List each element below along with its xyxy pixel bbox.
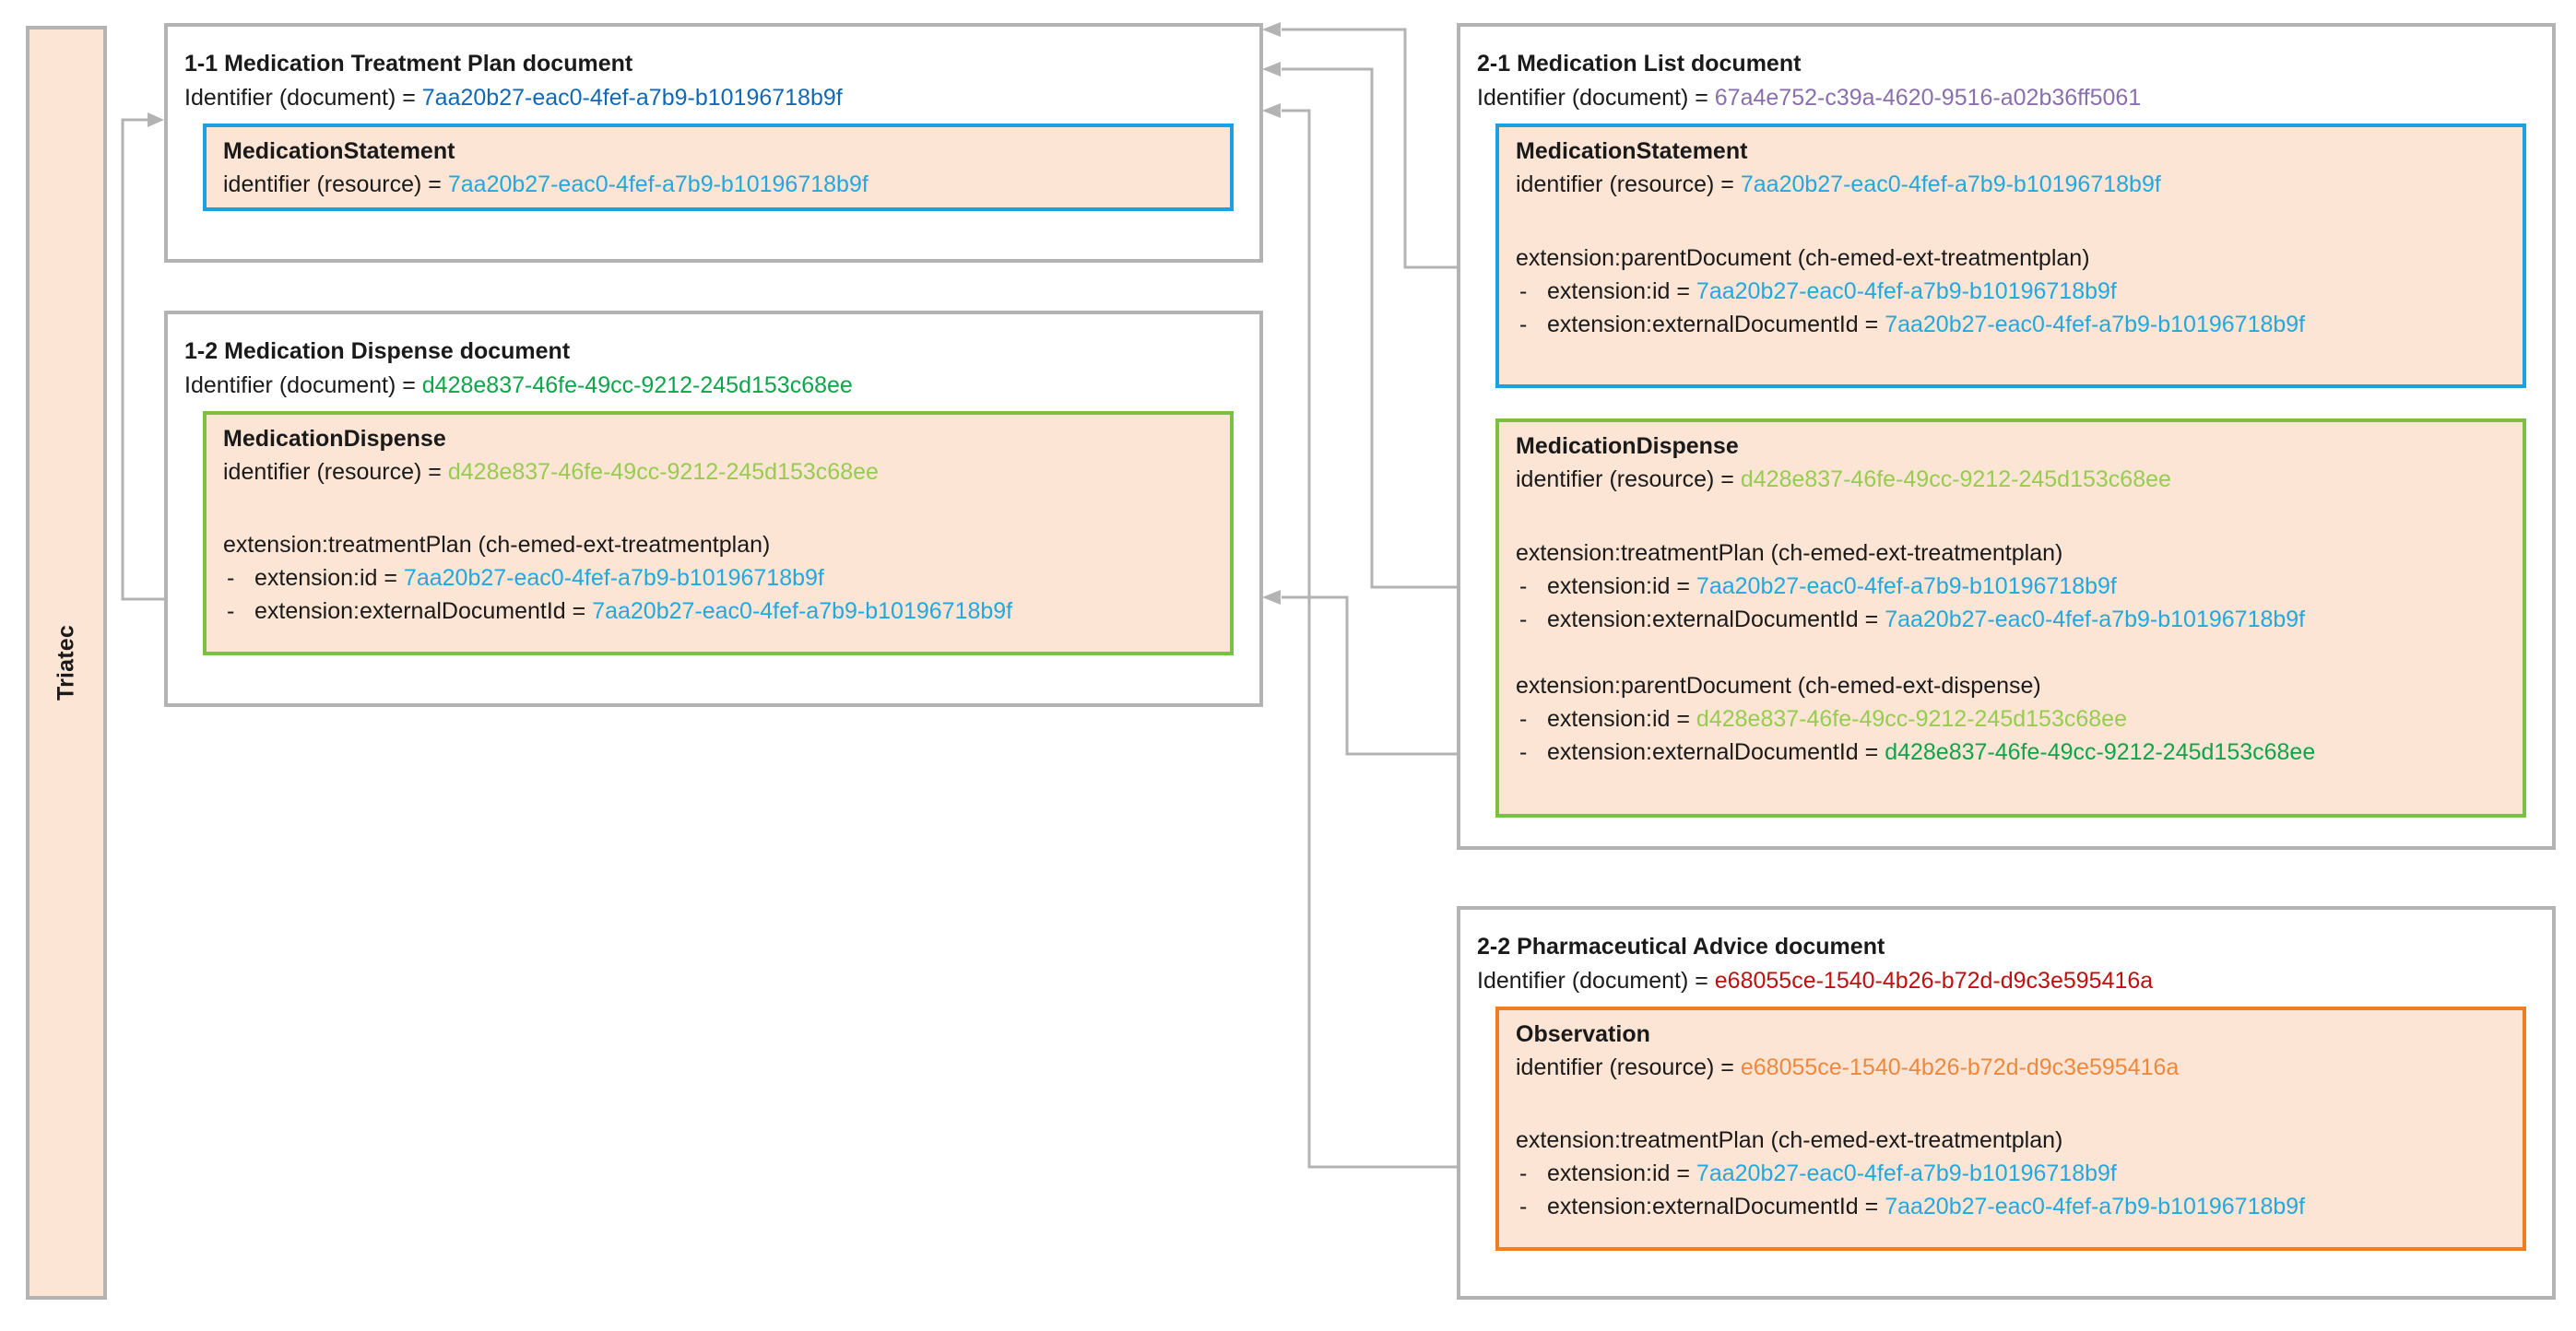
extension-header-parentdocument: extension:parentDocument (ch-emed-ext-di… [1516,673,2041,699]
bullet-dash: - [227,598,235,624]
extension-externaldocumentid-label: extension:externalDocumentId = [1547,1194,1885,1219]
resource-box-medicationstatement-2-1[interactable]: MedicationStatement identifier (resource… [1495,124,2526,388]
bullet-dash: - [1519,739,1528,765]
connector-2-1-stmt-to-1-1 [1262,22,1474,269]
extension-header-treatmentplan: extension:treatmentPlan (ch-emed-ext-tre… [1516,540,2063,566]
resource-identifier-value: 7aa20b27-eac0-4fef-a7b9-b10196718b9f [1740,171,2161,197]
bullet-dash: - [1519,312,1528,337]
resource-identifier-label: identifier (resource) = [223,459,448,485]
swimlane-triatec: Triatec [26,26,107,1300]
identifier-value: d428e837-46fe-49cc-9212-245d153c68ee [421,372,853,398]
extension-id-value: d428e837-46fe-49cc-9212-245d153c68ee [1696,706,2127,732]
resource-box-medicationdispense-1-2[interactable]: MedicationDispense identifier (resource)… [203,411,1234,655]
document-title-2-2: 2-2 Pharmaceutical Advice document [1477,934,1885,960]
bullet-dash: - [1519,1194,1528,1219]
resource-identifier: identifier (resource) = 7aa20b27-eac0-4f… [223,171,869,198]
resource-identifier-value: 7aa20b27-eac0-4fef-a7b9-b10196718b9f [447,171,869,197]
extension-id-label: extension:id = [1547,1160,1696,1186]
resource-identifier-label: identifier (resource) = [1516,466,1741,492]
identifier-label: Identifier (document) = [1477,85,1715,111]
extension-externaldocumentid-value: 7aa20b27-eac0-4fef-a7b9-b10196718b9f [1885,607,2306,632]
extension-externaldocumentid-value: d428e837-46fe-49cc-9212-245d153c68ee [1885,739,2316,765]
extension-id-row-2: -extension:id = d428e837-46fe-49cc-9212-… [1519,706,2127,733]
extension-externaldocumentid-row: -extension:externalDocumentId = 7aa20b27… [1519,312,2305,338]
bullet-dash: - [1519,1160,1528,1186]
resource-box-medicationdispense-2-1[interactable]: MedicationDispense identifier (resource)… [1495,418,2526,818]
document-identifier-1-2: Identifier (document) = d428e837-46fe-49… [184,372,853,399]
extension-externaldocumentid-value: 7aa20b27-eac0-4fef-a7b9-b10196718b9f [1885,312,2306,337]
resource-name: MedicationDispense [223,426,446,452]
extension-id-label: extension:id = [1547,573,1696,599]
extension-externaldocumentid-value: 7aa20b27-eac0-4fef-a7b9-b10196718b9f [1885,1194,2306,1219]
document-box-2-1[interactable]: 2-1 Medication List document Identifier … [1457,23,2556,850]
resource-name: MedicationStatement [223,138,455,164]
resource-identifier: identifier (resource) = 7aa20b27-eac0-4f… [1516,171,2161,198]
identifier-value: e68055ce-1540-4b26-b72d-d9c3e595416a [1714,968,2154,994]
extension-id-row: -extension:id = 7aa20b27-eac0-4fef-a7b9-… [227,565,824,592]
extension-id-value: 7aa20b27-eac0-4fef-a7b9-b10196718b9f [1696,1160,2117,1186]
identifier-value: 7aa20b27-eac0-4fef-a7b9-b10196718b9f [421,85,843,111]
document-box-2-2[interactable]: 2-2 Pharmaceutical Advice document Ident… [1457,906,2556,1300]
extension-id-label: extension:id = [1547,706,1696,732]
extension-externaldocumentid-row: -extension:externalDocumentId = 7aa20b27… [1519,1194,2305,1220]
resource-identifier-label: identifier (resource) = [1516,171,1741,197]
resource-identifier: identifier (resource) = e68055ce-1540-4b… [1516,1054,2179,1081]
resource-box-medicationstatement-1-1[interactable]: MedicationStatement identifier (resource… [203,124,1234,211]
resource-identifier-value: d428e837-46fe-49cc-9212-245d153c68ee [447,459,879,485]
identifier-value: 67a4e752-c39a-4620-9516-a02b36ff5061 [1714,85,2142,111]
extension-externaldocumentid-row: -extension:externalDocumentId = 7aa20b27… [1519,607,2305,633]
resource-identifier-value: e68055ce-1540-4b26-b72d-d9c3e595416a [1740,1054,2180,1080]
bullet-dash: - [227,565,235,591]
bullet-dash: - [1519,278,1528,304]
resource-identifier-value: d428e837-46fe-49cc-9212-245d153c68ee [1740,466,2171,492]
resource-box-observation-2-2[interactable]: Observation identifier (resource) = e680… [1495,1007,2526,1251]
resource-identifier-label: identifier (resource) = [223,171,448,197]
document-box-1-2[interactable]: 1-2 Medication Dispense document Identif… [164,311,1263,707]
resource-identifier: identifier (resource) = d428e837-46fe-49… [1516,466,2171,493]
identifier-label: Identifier (document) = [1477,968,1715,994]
document-identifier-2-1: Identifier (document) = 67a4e752-c39a-46… [1477,85,2141,112]
bullet-dash: - [1519,706,1528,732]
extension-id-row: -extension:id = 7aa20b27-eac0-4fef-a7b9-… [1519,573,2117,600]
extension-id-label: extension:id = [1547,278,1696,304]
resource-name: MedicationStatement [1516,138,1748,164]
extension-externaldocumentid-row: -extension:externalDocumentId = 7aa20b27… [227,598,1012,625]
extension-id-label: extension:id = [254,565,404,591]
swimlane-label: Triatec [53,624,79,701]
extension-externaldocumentid-row-2: -extension:externalDocumentId = d428e837… [1519,739,2315,766]
extension-externaldocumentid-label: extension:externalDocumentId = [1547,312,1885,337]
extension-id-row: -extension:id = 7aa20b27-eac0-4fef-a7b9-… [1519,1160,2117,1187]
bullet-dash: - [1519,573,1528,599]
identifier-label: Identifier (document) = [184,372,422,398]
connector-2-1-disp-pd-to-1-2 [1262,590,1474,756]
identifier-label: Identifier (document) = [184,85,422,111]
resource-name: Observation [1516,1021,1650,1047]
document-title-1-2: 1-2 Medication Dispense document [184,338,571,364]
extension-id-value: 7aa20b27-eac0-4fef-a7b9-b10196718b9f [403,565,824,591]
extension-externaldocumentid-value: 7aa20b27-eac0-4fef-a7b9-b10196718b9f [592,598,1013,624]
resource-identifier-label: identifier (resource) = [1516,1054,1741,1080]
extension-id-value: 7aa20b27-eac0-4fef-a7b9-b10196718b9f [1696,278,2117,304]
document-title-1-1: 1-1 Medication Treatment Plan document [184,51,633,77]
connector-1-2-to-1-1 [121,112,164,601]
extension-id-value: 7aa20b27-eac0-4fef-a7b9-b10196718b9f [1696,573,2117,599]
resource-identifier: identifier (resource) = d428e837-46fe-49… [223,459,879,486]
extension-externaldocumentid-label: extension:externalDocumentId = [1547,739,1885,765]
bullet-dash: - [1519,607,1528,632]
connector-2-1-disp-tp-to-1-1 [1262,62,1474,589]
extension-externaldocumentid-label: extension:externalDocumentId = [1547,607,1885,632]
connector-2-2-obs-tp-to-1-1 [1262,103,1474,1169]
document-identifier-1-1: Identifier (document) = 7aa20b27-eac0-4f… [184,85,843,112]
document-box-1-1[interactable]: 1-1 Medication Treatment Plan document I… [164,23,1263,263]
extension-header-treatmentplan: extension:treatmentPlan (ch-emed-ext-tre… [223,532,771,558]
document-title-2-1: 2-1 Medication List document [1477,51,1802,77]
extension-id-row: -extension:id = 7aa20b27-eac0-4fef-a7b9-… [1519,278,2117,305]
document-identifier-2-2: Identifier (document) = e68055ce-1540-4b… [1477,968,2153,995]
extension-externaldocumentid-label: extension:externalDocumentId = [254,598,593,624]
resource-name: MedicationDispense [1516,433,1739,459]
extension-header-parentdocument: extension:parentDocument (ch-emed-ext-tr… [1516,245,2090,271]
extension-header-treatmentplan: extension:treatmentPlan (ch-emed-ext-tre… [1516,1127,2063,1153]
